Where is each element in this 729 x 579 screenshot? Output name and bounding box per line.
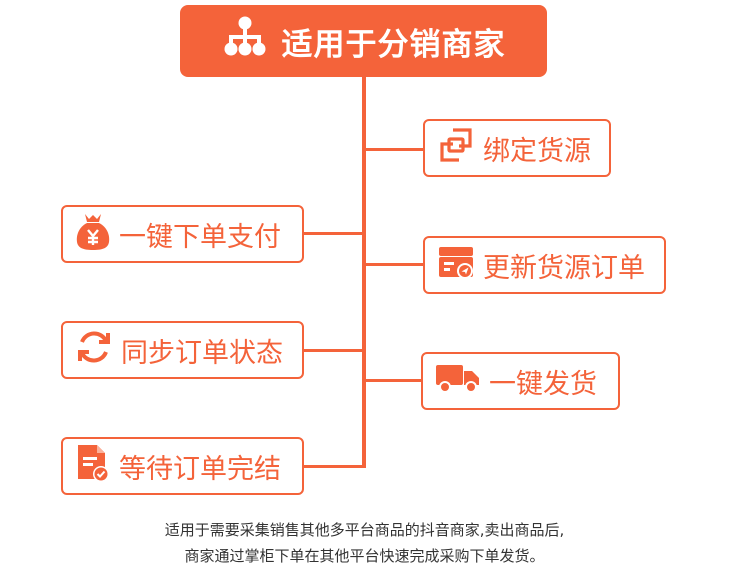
trunk-line	[362, 77, 366, 468]
connector-left-2	[303, 349, 366, 352]
node-await-order-complete: 等待订单完结	[61, 437, 304, 495]
node-one-click-order-pay: 一键下单支付	[61, 205, 304, 263]
node-label: 等待订单完结	[119, 453, 281, 485]
caption-line-1: 适用于需要采集销售其他多平台商品的抖音商家,卖出商品后,	[164, 521, 565, 539]
title-text: 适用于分销商家	[281, 26, 506, 63]
caption-line-2: 商家通过掌柜下单在其他平台快速完成采购下单发货。	[184, 547, 545, 565]
delivery-truck-icon	[435, 361, 489, 402]
document-check-icon	[75, 443, 119, 490]
node-label: 一键发货	[489, 368, 597, 400]
box-send-icon	[437, 243, 483, 288]
node-label: 更新货源订单	[483, 252, 645, 284]
connector-right-1	[362, 148, 424, 151]
connector-left-3	[303, 465, 366, 468]
link-squares-icon	[437, 126, 483, 171]
money-bag-yen-icon	[75, 211, 119, 258]
node-label: 绑定货源	[483, 135, 591, 167]
node-bind-source: 绑定货源	[423, 119, 611, 177]
node-update-order: 更新货源订单	[423, 236, 666, 294]
connector-right-3	[362, 379, 422, 382]
connector-right-2	[362, 263, 424, 266]
node-sync-order-status: 同步订单状态	[61, 321, 304, 379]
title-banner: 适用于分销商家	[180, 5, 547, 77]
node-one-click-ship: 一键发货	[421, 352, 620, 410]
node-label: 一键下单支付	[119, 221, 281, 253]
node-label: 同步订单状态	[121, 337, 283, 369]
network-hierarchy-icon	[222, 15, 282, 67]
sync-arrows-icon	[75, 328, 121, 373]
connector-left-1	[303, 232, 366, 235]
